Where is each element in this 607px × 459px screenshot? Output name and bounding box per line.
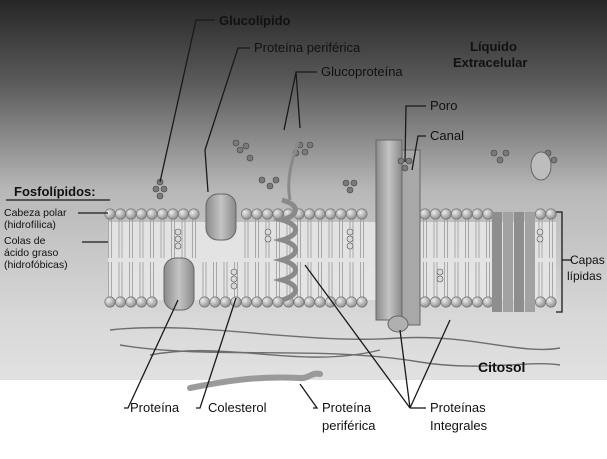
phospholipid-head — [315, 297, 325, 307]
phospholipid-head — [451, 297, 461, 307]
capas-label-line1: Capas — [570, 253, 605, 267]
phospholipid-head — [420, 297, 430, 307]
glucolipido-label: Glucolípido — [219, 13, 291, 28]
phospholipid-head — [210, 297, 220, 307]
pore-protein — [376, 140, 402, 320]
liquido-label-line1: Líquido — [470, 39, 517, 54]
colas-label-line1: Colas de — [4, 235, 46, 247]
phospholipid-head — [262, 297, 272, 307]
colas-label-line2: ácido graso — [4, 247, 58, 259]
phospholipid-head — [483, 209, 493, 219]
phospholipid-head — [441, 297, 451, 307]
phospholipid-head — [357, 209, 367, 219]
glucoproteina-label: Glucoproteína — [321, 64, 403, 79]
phospholipid-head — [315, 209, 325, 219]
proteina-periferica-bottom-line1: Proteína — [322, 400, 372, 415]
channel-bottom — [388, 316, 408, 332]
proteina-periferica-top-label: Proteína periférica — [254, 40, 361, 55]
phospholipid-head — [546, 209, 556, 219]
phospholipid-head — [472, 297, 482, 307]
phospholipid-head — [126, 209, 136, 219]
phospholipid-head — [126, 297, 136, 307]
channel-protein — [402, 150, 420, 325]
poro-label: Poro — [430, 98, 457, 113]
phospholipid-head — [451, 209, 461, 219]
phospholipid-head — [336, 209, 346, 219]
phospholipid-head — [241, 297, 251, 307]
proteina-periferica-bottom-line2: periférica — [322, 418, 376, 433]
liquido-label-line2: Extracelular — [453, 55, 527, 70]
phospholipid-head — [252, 209, 262, 219]
phospholipid-head — [346, 209, 356, 219]
phospholipid-head — [546, 297, 556, 307]
colesterol-label: Colesterol — [208, 400, 267, 415]
fosfolipidos-label: Fosfolípidos: — [14, 184, 96, 199]
phospholipid-head — [115, 209, 125, 219]
phospholipid-head — [147, 297, 157, 307]
phospholipid-head — [483, 297, 493, 307]
phospholipid-head — [252, 297, 262, 307]
phospholipid-head — [168, 209, 178, 219]
proteina-label: Proteína — [130, 400, 180, 415]
peripheral-protein-top — [206, 194, 236, 240]
phospholipid-head — [199, 297, 209, 307]
phospholipid-head — [220, 297, 230, 307]
phospholipid-head — [357, 297, 367, 307]
phospholipid-head — [346, 297, 356, 307]
phospholipid-head — [147, 209, 157, 219]
phospholipid-head — [136, 209, 146, 219]
phospholipid-head — [472, 209, 482, 219]
integral-protein-left — [164, 258, 194, 310]
outer-leaflet-heads — [105, 209, 556, 219]
phospholipid-head — [262, 209, 272, 219]
phospholipid-head — [105, 209, 115, 219]
extracellular-protein-blob — [531, 152, 551, 180]
phospholipid-head — [420, 209, 430, 219]
bottom-white-strip — [0, 380, 607, 454]
cabeza-label-line1: Cabeza polar — [4, 207, 67, 219]
phospholipid-head — [462, 209, 472, 219]
phospholipid-head — [430, 297, 440, 307]
phospholipid-head — [136, 297, 146, 307]
proteinas-integrales-line2: Integrales — [430, 418, 488, 433]
phospholipid-head — [535, 297, 545, 307]
phospholipid-head — [241, 209, 251, 219]
phospholipid-head — [157, 209, 167, 219]
phospholipid-head — [304, 209, 314, 219]
phospholipid-head — [178, 209, 188, 219]
phospholipid-head — [189, 209, 199, 219]
phospholipid-head — [336, 297, 346, 307]
phospholipid-head — [304, 297, 314, 307]
phospholipid-head — [325, 209, 335, 219]
phospholipid-head — [115, 297, 125, 307]
capas-label-line2: lípidas — [567, 269, 602, 283]
phospholipid-head — [105, 297, 115, 307]
citosol-label: Citosol — [478, 359, 525, 375]
colas-label-line3: (hidrofóbicas) — [4, 259, 68, 271]
phospholipid-head — [441, 209, 451, 219]
canal-label: Canal — [430, 128, 464, 143]
phospholipid-head — [535, 209, 545, 219]
phospholipid-head — [294, 297, 304, 307]
phospholipid-head — [462, 297, 472, 307]
proteinas-integrales-line1: Proteínas — [430, 400, 486, 415]
phospholipid-head — [430, 209, 440, 219]
cabeza-label-line2: (hidrofílica) — [4, 219, 56, 231]
